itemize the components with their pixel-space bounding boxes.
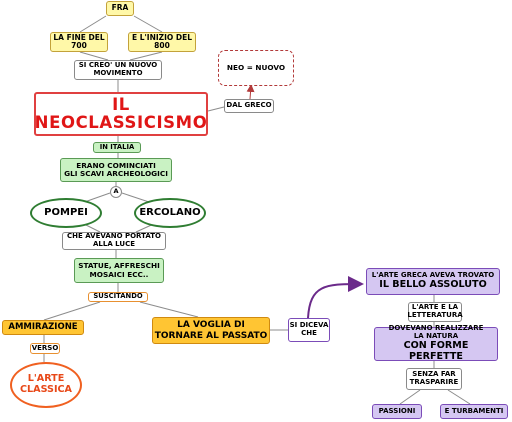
node-dal-greco: DAL GRECO bbox=[224, 99, 274, 113]
node-voglia-passato: LA VOGLIA DI TORNARE AL PASSATO bbox=[152, 317, 270, 344]
node-forme-perfette: DOVEVANO REALIZZARE LA NATURA CON FORME … bbox=[374, 324, 498, 362]
arrow-dalgreco-neo bbox=[246, 84, 255, 100]
node-scavi: ERANO COMINCIATI GLI SCAVI ARCHEOLOGICI bbox=[60, 158, 172, 182]
link-suscitando-voglia bbox=[139, 301, 199, 318]
link-fra-fine bbox=[79, 15, 107, 33]
link-senzafar-passioni bbox=[399, 389, 421, 405]
node-arte-letteratura: L'ARTE E LA LETTERATURA bbox=[407, 302, 463, 322]
bello-line1: L'ARTE GRECA AVEVA TROVATO bbox=[371, 271, 495, 280]
node-neo-nuovo: NEO = NUOVO bbox=[218, 50, 294, 86]
node-fine-700: LA FINE DEL 700 bbox=[50, 32, 108, 52]
node-in-italia: IN ITALIA bbox=[93, 142, 141, 153]
node-bello-assoluto: L'ARTE GRECA AVEVA TROVATO IL BELLO ASSO… bbox=[366, 268, 500, 295]
node-si-creo: SI CREO' UN NUOVO MOVIMENTO bbox=[74, 60, 162, 80]
node-senza-far: SENZA FAR TRASPARIRE bbox=[406, 368, 462, 390]
node-statue: STATUE, AFFRESCHI MOSAICI ECC.. bbox=[74, 258, 164, 283]
node-verso: VERSO bbox=[30, 343, 60, 354]
link-title-dalgreco bbox=[207, 106, 225, 112]
realizzare-line1: DOVEVANO REALIZZARE LA NATURA bbox=[388, 324, 484, 341]
node-fra: FRA bbox=[106, 1, 134, 16]
node-ercolano: ERCOLANO bbox=[134, 198, 206, 228]
node-turbamenti: E TURBAMENTI bbox=[440, 404, 508, 419]
node-passioni: PASSIONI bbox=[372, 404, 422, 419]
node-inizio-800: E L'INIZIO DEL 800 bbox=[128, 32, 196, 52]
bello-line2: IL BELLO ASSOLUTO bbox=[379, 279, 487, 291]
node-suscitando: SUSCITANDO bbox=[88, 292, 148, 302]
node-a: A bbox=[110, 186, 122, 198]
arrow-sidiceva-bello bbox=[307, 276, 364, 319]
node-si-diceva: SI DICEVA CHE bbox=[288, 318, 330, 342]
link-fine-sicreo bbox=[79, 51, 109, 61]
link-fra-inizio bbox=[133, 15, 163, 33]
node-neoclassicismo-title: IL NEOCLASSICISMO bbox=[34, 92, 208, 136]
link-suscitando-ammirazione bbox=[43, 301, 101, 321]
node-ammirazione: AMMIRAZIONE bbox=[2, 320, 84, 335]
node-portato-luce: CHE AVEVANO PORTATO ALLA LUCE bbox=[62, 232, 166, 250]
realizzare-line2: CON FORME PERFETTE bbox=[403, 340, 469, 362]
link-inizio-sicreo bbox=[129, 51, 163, 61]
node-arte-classica: L'ARTE CLASSICA bbox=[10, 362, 82, 408]
node-pompei: POMPEI bbox=[30, 198, 102, 228]
link-senzafar-turbamenti bbox=[447, 389, 471, 405]
